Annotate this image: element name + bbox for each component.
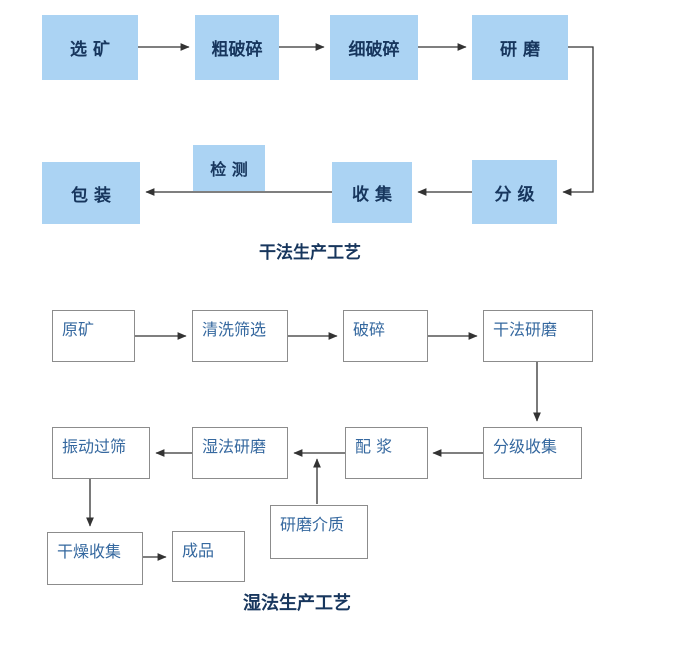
- node-crushing-label: 破碎: [353, 320, 386, 339]
- node-classified-collection: 分级收集: [483, 427, 582, 479]
- node-grinding-media: 研磨介质: [270, 505, 368, 559]
- dry-process-title: 干法生产工艺: [259, 243, 361, 263]
- node-dry-grinding: 干法研磨: [483, 310, 593, 362]
- node-slurry-mixing: 配 浆: [345, 427, 428, 479]
- node-inspection: 检 测: [193, 145, 265, 191]
- node-packaging-label: 包 装: [71, 185, 111, 206]
- node-ore-selection: 选 矿: [42, 15, 138, 80]
- node-inspection-label: 检 测: [210, 160, 248, 179]
- node-ore-selection-label: 选 矿: [70, 40, 110, 60]
- node-fine-crushing: 细破碎: [330, 15, 418, 80]
- node-wet-grinding-label: 湿法研磨: [202, 437, 267, 456]
- node-grinding-media-label: 研磨介质: [280, 515, 345, 534]
- node-collection-label: 收 集: [352, 185, 392, 205]
- node-drying-collection-label: 干燥收集: [57, 542, 122, 561]
- node-classified-collection-label: 分级收集: [493, 437, 558, 456]
- node-collection: 收 集: [332, 162, 412, 223]
- node-grinding-label: 研 磨: [500, 40, 540, 60]
- node-finished-product: 成品: [172, 531, 245, 582]
- node-vibrating-screening: 振动过筛: [52, 427, 150, 479]
- node-washing-screening-label: 清洗筛选: [202, 320, 267, 339]
- node-raw-ore-label: 原矿: [62, 320, 95, 339]
- node-raw-ore: 原矿: [52, 310, 135, 362]
- node-coarse-crushing-label: 粗破碎: [211, 40, 263, 60]
- node-fine-crushing-label: 细破碎: [348, 40, 400, 60]
- node-classification: 分 级: [472, 160, 557, 224]
- node-washing-screening: 清洗筛选: [192, 310, 288, 362]
- node-vibrating-screening-label: 振动过筛: [62, 437, 127, 456]
- node-finished-product-label: 成品: [182, 541, 215, 560]
- wet-process-title: 湿法生产工艺: [243, 593, 351, 614]
- node-coarse-crushing: 粗破碎: [195, 15, 279, 80]
- node-crushing: 破碎: [343, 310, 428, 362]
- node-slurry-mixing-label: 配 浆: [355, 437, 393, 456]
- node-drying-collection: 干燥收集: [47, 532, 143, 585]
- node-grinding: 研 磨: [472, 15, 568, 80]
- node-classification-label: 分 级: [494, 184, 535, 205]
- node-wet-grinding: 湿法研磨: [192, 427, 288, 479]
- node-packaging: 包 装: [42, 162, 140, 224]
- node-dry-grinding-label: 干法研磨: [493, 320, 558, 339]
